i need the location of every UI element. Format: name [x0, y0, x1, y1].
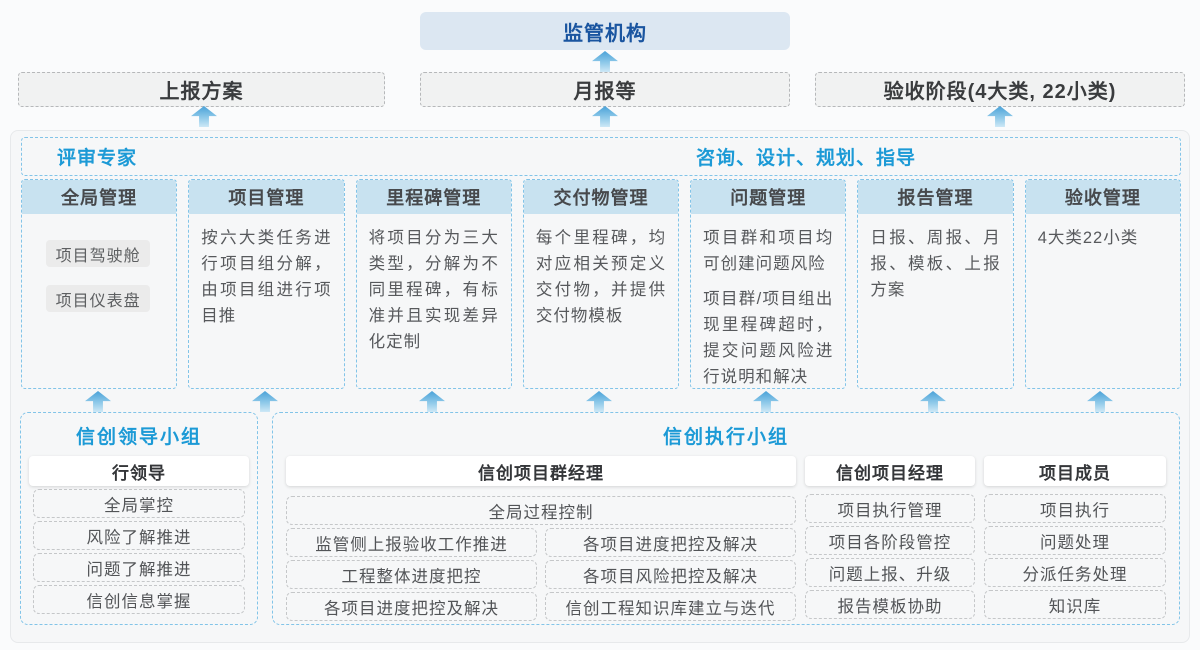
column-text: 日报、周报、月报、模板、上报方案 — [870, 229, 1001, 299]
column-header: 验收管理 — [1025, 180, 1180, 214]
column-body: 每个里程碑，均对应相关预定义交付物，并提供交付物模板 — [524, 214, 678, 329]
list-item: 分派任务处理 — [984, 558, 1166, 587]
column-header: 项目管理 — [189, 180, 344, 214]
list-item: 知识库 — [984, 590, 1166, 619]
column-text: 将项目分为三大类型，分解为不同里程碑，有标准并且实现差异化定制 — [368, 229, 499, 351]
management-columns: 全局管理 项目驾驶舱 项目仪表盘 项目管理 按六大类任务进行项目组分解，由项目组… — [21, 179, 1181, 389]
list-item: 项目仪表盘 — [46, 285, 151, 312]
list-item: 问题上报、升级 — [805, 558, 975, 587]
acceptance-stage-box: 验收阶段(4大类, 22小类) — [815, 72, 1185, 107]
consulting-label: 咨询、设计、规划、指导 — [696, 148, 917, 169]
list-item: 各项目风险把控及解决 — [545, 560, 796, 589]
column-text: 项目群/项目组出现里程碑超时，提交问题风险进行说明和解决 — [703, 290, 834, 386]
acceptance-stage-label: 验收阶段(4大类, 22小类) — [883, 81, 1117, 103]
execution-columns: 信创项目群经理 全局过程控制 监管侧上报验收工作推进 各项目进度把控及解决 工程… — [273, 456, 1179, 621]
role-header: 信创项目群经理 — [286, 456, 796, 486]
leadership-group-box: 信创领导小组 行领导 全局掌控 风险了解推进 问题了解推进 信创信息掌握 — [20, 412, 258, 625]
up-arrow-icon — [592, 51, 618, 72]
column-header: 问题管理 — [691, 180, 846, 214]
column-text: 每个里程碑，均对应相关预定义交付物，并提供交付物模板 — [535, 229, 667, 325]
main-panel: 评审专家 咨询、设计、规划、指导 全局管理 项目驾驶舱 项目仪表盘 项目管理 按… — [10, 130, 1190, 643]
column-text: 项目群和项目均可创建问题风险 — [703, 229, 834, 273]
group-title: 信创执行小组 — [662, 426, 789, 448]
regulator-box: 监管机构 — [420, 12, 790, 50]
column-header: 里程碑管理 — [356, 180, 511, 214]
program-manager-items: 全局过程控制 监管侧上报验收工作推进 各项目进度把控及解决 工程整体进度把控 各… — [286, 496, 796, 621]
column-milestone-management: 里程碑管理 将项目分为三大类型，分解为不同里程碑，有标准并且实现差异化定制 — [355, 179, 512, 389]
column-header: 交付物管理 — [523, 180, 679, 214]
column-deliverable-management: 交付物管理 每个里程碑，均对应相关预定义交付物，并提供交付物模板 — [522, 179, 680, 389]
up-arrow-icon — [191, 106, 217, 127]
column-text: 4大类22小类 — [1037, 229, 1139, 247]
column-header: 报告管理 — [858, 180, 1013, 214]
project-manager-column: 信创项目经理 项目执行管理 项目各阶段管控 问题上报、升级 报告模板协助 — [805, 456, 975, 621]
column-body: 项目群和项目均可创建问题风险 项目群/项目组出现里程碑超时，提交问题风险进行说明… — [691, 214, 845, 388]
regulator-label: 监管机构 — [563, 22, 647, 45]
list-item: 全局过程控制 — [286, 496, 796, 525]
role-header: 信创项目经理 — [805, 456, 975, 486]
list-item: 项目驾驶舱 — [46, 240, 151, 267]
execution-group-box: 信创执行小组 信创项目群经理 全局过程控制 监管侧上报验收工作推进 各项目进度把… — [272, 412, 1180, 625]
role-header: 项目成员 — [984, 456, 1166, 486]
list-item: 监管侧上报验收工作推进 — [286, 528, 537, 557]
report-plan-box: 上报方案 — [18, 72, 385, 107]
list-item: 工程整体进度把控 — [286, 560, 537, 589]
column-acceptance-management: 验收管理 4大类22小类 — [1024, 179, 1181, 389]
report-plan-label: 上报方案 — [159, 81, 244, 103]
list-item: 项目各阶段管控 — [805, 526, 975, 555]
up-arrow-icon — [592, 106, 618, 127]
list-item: 问题了解推进 — [33, 553, 245, 582]
up-arrow-icon — [987, 106, 1013, 127]
list-item: 项目执行 — [984, 494, 1166, 523]
column-global-management: 全局管理 项目驾驶舱 项目仪表盘 — [21, 179, 178, 389]
experts-label: 评审专家 — [57, 148, 138, 169]
column-body: 项目驾驶舱 项目仪表盘 — [22, 214, 176, 312]
column-body: 将项目分为三大类型，分解为不同里程碑，有标准并且实现差异化定制 — [357, 214, 511, 355]
role-header: 行领导 — [29, 456, 249, 486]
list-item: 项目执行管理 — [805, 494, 975, 523]
project-member-column: 项目成员 项目执行 问题处理 分派任务处理 知识库 — [984, 456, 1166, 621]
list-item: 信创信息掌握 — [33, 585, 245, 614]
group-title: 信创领导小组 — [75, 426, 202, 448]
list-item: 全局掌控 — [33, 489, 245, 518]
list-item: 问题处理 — [984, 526, 1166, 555]
column-report-management: 报告管理 日报、周报、月报、模板、上报方案 — [857, 179, 1014, 389]
list-item: 信创工程知识库建立与迭代 — [545, 592, 796, 621]
experts-bar: 评审专家 咨询、设计、规划、指导 — [21, 137, 1181, 176]
list-item: 报告模板协助 — [805, 590, 975, 619]
program-manager-column: 信创项目群经理 全局过程控制 监管侧上报验收工作推进 各项目进度把控及解决 工程… — [286, 456, 796, 621]
column-issue-management: 问题管理 项目群和项目均可创建问题风险 项目群/项目组出现里程碑超时，提交问题风… — [690, 179, 847, 389]
list-item: 各项目进度把控及解决 — [545, 528, 796, 557]
list-item: 风险了解推进 — [33, 521, 245, 550]
column-header: 全局管理 — [22, 180, 177, 214]
column-body: 按六大类任务进行项目组分解，由项目组进行项目推 — [189, 214, 343, 329]
column-project-management: 项目管理 按六大类任务进行项目组分解，由项目组进行项目推 — [188, 179, 345, 389]
monthly-report-label: 月报等 — [573, 81, 637, 103]
column-body: 日报、周报、月报、模板、上报方案 — [858, 214, 1012, 303]
list-item: 各项目进度把控及解决 — [286, 592, 537, 621]
column-text: 按六大类任务进行项目组分解，由项目组进行项目推 — [201, 229, 332, 325]
monthly-report-box: 月报等 — [420, 72, 790, 107]
column-body: 4大类22小类 — [1026, 214, 1180, 251]
